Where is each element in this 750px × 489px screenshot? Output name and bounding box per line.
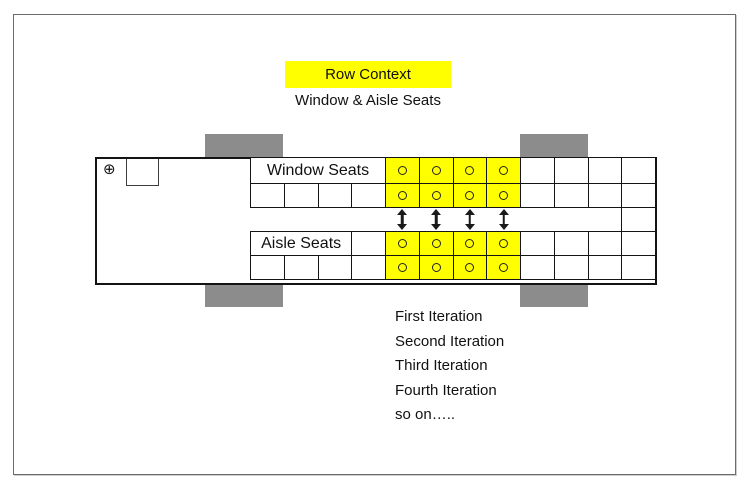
- empty-cell: [520, 157, 555, 184]
- arrow-stem: [468, 213, 472, 226]
- label-cell: Aisle Seats: [249, 231, 353, 256]
- label-cell: Window Seats: [250, 157, 386, 184]
- seat-circle-icon: [465, 262, 475, 272]
- seat-cell: [452, 255, 488, 280]
- wheel-bottom-right-icon: [520, 283, 588, 307]
- up-down-arrow-icon: [430, 209, 442, 230]
- seat-circle-icon: [397, 238, 407, 248]
- empty-cell: [553, 255, 589, 280]
- seat-cell: [486, 183, 521, 208]
- empty-cell: [250, 255, 285, 280]
- wheel-top-left-icon: [205, 134, 283, 159]
- arrow-stem: [502, 213, 505, 226]
- seat-cell: [385, 157, 420, 184]
- arrow-stem: [434, 213, 438, 226]
- seat-circle-icon: [465, 165, 475, 175]
- empty-cell: [587, 183, 623, 208]
- open-cell: [251, 208, 386, 232]
- seat-cell: [452, 183, 488, 208]
- iteration-label: Second Iteration: [395, 332, 505, 350]
- seat-circle-icon: [499, 165, 509, 175]
- seat-circle-icon: [397, 262, 407, 272]
- wheel-top-right-icon: [520, 134, 588, 159]
- title-highlight: Row Context: [285, 61, 451, 88]
- empty-cell: [621, 157, 656, 184]
- iteration-label: so on…..: [395, 406, 456, 423]
- empty-cell: [553, 157, 589, 184]
- empty-cell: [553, 231, 589, 256]
- link-arrow-row: [251, 207, 656, 232]
- empty-cell: [553, 183, 589, 208]
- arrow-cell: [386, 208, 420, 232]
- empty-cell: [520, 231, 555, 256]
- seat-circle-icon: [431, 238, 441, 248]
- arrow-stem: [401, 213, 404, 226]
- open-cell: [521, 208, 622, 232]
- seat-cell: [385, 183, 420, 208]
- seat-circle-icon: [499, 262, 509, 272]
- seat-circle-icon: [431, 262, 441, 272]
- seat-cell: [452, 157, 488, 184]
- iteration-label: First Iteration: [395, 308, 483, 325]
- steering-wheel-icon: ⊕: [103, 160, 116, 178]
- empty-cell: [351, 255, 386, 280]
- empty-cell: [317, 183, 353, 208]
- empty-cell: [587, 255, 623, 280]
- up-down-arrow-icon: [464, 209, 476, 230]
- iteration-label: Third Iteration: [395, 357, 488, 374]
- arrow-cell: [453, 208, 487, 232]
- seat-cell: [486, 157, 521, 184]
- iteration-label: Fourth Iteration: [395, 381, 497, 399]
- seat-cell: [418, 231, 454, 256]
- arrow-cell: [419, 208, 453, 232]
- seat-cell: [385, 255, 420, 280]
- empty-cell: [250, 183, 285, 208]
- empty-cell: [621, 183, 656, 208]
- seat-cell: [452, 231, 488, 256]
- empty-cell: [621, 231, 656, 256]
- seat-circle-icon: [465, 238, 475, 248]
- empty-cell: [283, 255, 319, 280]
- seat-circle-icon: [431, 165, 441, 175]
- seat-cell: [486, 231, 521, 256]
- aisle-seat-row: [250, 255, 656, 280]
- empty-cell: [621, 207, 656, 232]
- seat-cell: [418, 183, 454, 208]
- seat-cell: [418, 255, 454, 280]
- empty-cell: [587, 231, 623, 256]
- arrow-cell: [487, 208, 521, 232]
- up-down-arrow-icon: [396, 209, 408, 230]
- empty-cell: [283, 183, 319, 208]
- seat-circle-icon: [397, 190, 407, 200]
- empty-cell: [317, 255, 353, 280]
- up-down-arrow-icon: [498, 209, 510, 230]
- seat-cell: [385, 231, 420, 256]
- window-label-row: Window Seats: [250, 157, 656, 184]
- seat-circle-icon: [499, 190, 509, 200]
- empty-cell: [621, 255, 656, 280]
- page-title: Row Context: [325, 66, 411, 83]
- empty-cell: [587, 157, 623, 184]
- seat-cell: [418, 157, 454, 184]
- empty-cell: [351, 183, 386, 208]
- seat-circle-icon: [465, 190, 475, 200]
- empty-cell: [520, 255, 555, 280]
- driver-box: [126, 159, 159, 186]
- window-seat-row: [250, 183, 656, 208]
- seat-circle-icon: [431, 190, 441, 200]
- empty-cell: [520, 183, 555, 208]
- aisle-label-row: Aisle Seats: [249, 231, 656, 256]
- empty-cell: [351, 231, 386, 256]
- subtitle: Window & Aisle Seats: [295, 92, 441, 109]
- wheel-bottom-left-icon: [205, 283, 283, 307]
- seat-cell: [486, 255, 521, 280]
- seat-circle-icon: [397, 165, 407, 175]
- seat-circle-icon: [499, 238, 509, 248]
